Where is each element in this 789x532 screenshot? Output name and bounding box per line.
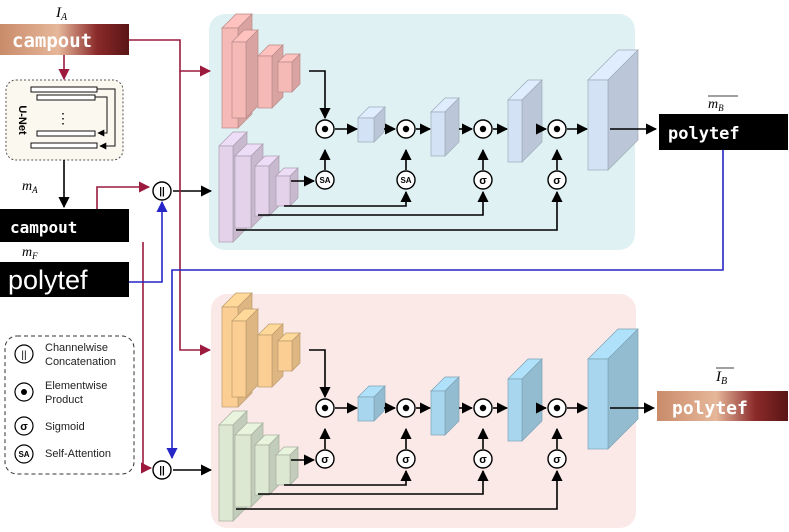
top-gate-op-2: SA: [396, 170, 416, 190]
top-skip-2: [258, 190, 489, 216]
bottom-decoder-block-4: [587, 328, 639, 450]
mask-f-label: mF: [22, 245, 38, 261]
bottom-arrow-enc-to-prod: [309, 349, 331, 399]
bottom-product-op-2: [396, 398, 416, 418]
svg-text:Product: Product: [45, 394, 83, 406]
top-encoder-b-block-3: [254, 155, 280, 217]
svg-text:||: ||: [159, 466, 165, 477]
bottom-product-op-4: [547, 398, 567, 418]
mask-a-label: mA: [22, 179, 38, 195]
unet-block: U-Net ⋮: [5, 79, 124, 161]
arrow-mb-to-bottom-concat: [166, 150, 724, 460]
bottom-encoder-a-block-4: [277, 332, 301, 372]
top-decoder-block-4: [587, 49, 639, 171]
bottom-skip-1: [284, 469, 412, 486]
mask-a-image: campout: [0, 209, 129, 242]
svg-text:Self-Attention: Self-Attention: [45, 448, 111, 460]
svg-text:σ: σ: [479, 175, 487, 187]
mask-b-image: polytef: [659, 114, 788, 150]
svg-text:polytef: polytef: [672, 398, 748, 419]
bottom-gate-op-3: σ: [473, 449, 493, 469]
image-b-label: IB: [715, 369, 727, 387]
bottom-skip-2: [258, 469, 489, 495]
network-graph: SA SA σ σ || σ σ σ σ ||: [58, 13, 724, 522]
bottom-product-op-3: [473, 398, 493, 418]
top-encoder-b-block-4: [275, 167, 299, 207]
svg-text:campout: campout: [10, 218, 77, 237]
bottom-gate-op-1: σ: [315, 449, 335, 469]
top-skip-1: [284, 190, 412, 207]
image-a-thumbnail: campout: [0, 24, 129, 55]
bottom-encoder-b-block-4: [275, 446, 299, 486]
legend: || Channelwise Concatenation Elementwise…: [4, 335, 135, 475]
svg-text:σ: σ: [479, 454, 487, 466]
svg-text:σ: σ: [20, 421, 28, 433]
svg-text:SA: SA: [400, 176, 411, 185]
svg-text:||: ||: [21, 350, 26, 361]
bottom-skip-3: [236, 469, 563, 510]
svg-text:SA: SA: [319, 176, 330, 185]
bottom-encoder-a-block-2: [231, 308, 259, 398]
arrow-ia-to-top-encoder: [129, 39, 212, 77]
svg-text:σ: σ: [553, 175, 561, 187]
bottom-product-op-1: [315, 398, 335, 418]
svg-text:⋮: ⋮: [56, 110, 70, 126]
top-decoder-block-3: [507, 79, 543, 163]
bottom-decoder-block-1: [357, 385, 386, 422]
image-a-label: IA: [55, 5, 68, 23]
image-b-thumbnail: polytef: [657, 391, 788, 421]
svg-text:SA: SA: [18, 450, 29, 459]
arrow-mf-to-top-concat: [129, 200, 168, 283]
top-gate-op-1: SA: [315, 170, 335, 190]
svg-text:campout: campout: [12, 30, 92, 52]
svg-text:polytef: polytef: [8, 265, 88, 295]
top-encoder-a-block-2: [231, 29, 259, 119]
bottom-gate-op-2: σ: [396, 449, 416, 469]
top-decoder-block-1: [357, 106, 386, 143]
arrow-ma-to-top-concat: [96, 181, 151, 209]
svg-text:Channelwise: Channelwise: [45, 342, 108, 354]
svg-text:Elementwise: Elementwise: [45, 380, 107, 392]
top-gate-op-4: σ: [547, 170, 567, 190]
arrow-ia-to-bottom-encoder: [179, 71, 212, 356]
top-product-op-3: [473, 119, 493, 139]
svg-text:σ: σ: [321, 454, 329, 466]
top-arrow-enc-to-prod: [309, 70, 331, 120]
bottom-encoder-b-block-3: [254, 434, 280, 496]
unet-label: U-Net: [16, 105, 28, 135]
top-product-op-2: [396, 119, 416, 139]
mask-b-label: mB: [708, 97, 724, 113]
top-decoder-block-2: [430, 97, 460, 157]
top-skip-3: [236, 190, 563, 231]
svg-text:polytef: polytef: [668, 124, 740, 144]
bottom-decoder-block-3: [507, 358, 543, 442]
top-encoder-a-block-4: [277, 53, 301, 93]
bottom-decoder-block-2: [430, 376, 460, 436]
arrow-ma-to-bottom-concat: [140, 242, 153, 474]
svg-text:σ: σ: [402, 454, 410, 466]
top-product-op-4: [547, 119, 567, 139]
svg-text:Sigmoid: Sigmoid: [45, 421, 85, 433]
svg-text:σ: σ: [553, 454, 561, 466]
top-gate-op-3: σ: [473, 170, 493, 190]
svg-text:||: ||: [159, 187, 165, 198]
bottom-gate-op-4: σ: [547, 449, 567, 469]
bottom-concat-op: ||: [152, 460, 172, 480]
svg-text:Concatenation: Concatenation: [45, 356, 116, 368]
top-product-op-1: [315, 119, 335, 139]
top-concat-op: ||: [152, 181, 172, 201]
mask-f-image: polytef: [0, 262, 129, 297]
